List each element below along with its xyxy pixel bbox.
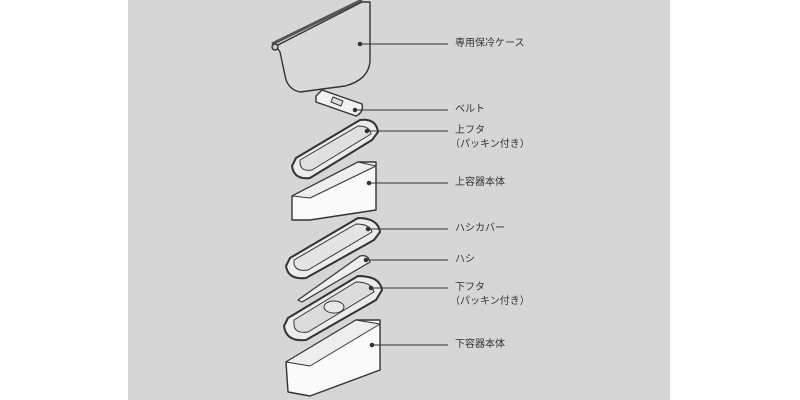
cooler-case-drawing xyxy=(271,0,371,93)
belt-drawing xyxy=(315,89,364,117)
label-upper-container: 上容器本体 xyxy=(455,177,505,188)
lower-container-drawing xyxy=(285,319,381,397)
upper-lid-drawing xyxy=(291,118,379,180)
leader-lines xyxy=(352,41,448,348)
chopsticks-drawing xyxy=(297,255,371,303)
lower-lid-drawing xyxy=(283,275,383,342)
label-upper-lid-note: （パッキン付き） xyxy=(450,139,530,150)
label-chopsticks: ハシ xyxy=(455,254,475,265)
label-lower-container: 下容器本体 xyxy=(455,339,505,350)
label-lower-lid-note: （パッキン付き） xyxy=(450,296,530,307)
diagram-background xyxy=(128,0,670,400)
upper-container-drawing xyxy=(291,161,377,221)
label-lower-lid: 下フタ xyxy=(455,282,485,293)
label-upper-lid: 上フタ xyxy=(455,125,485,136)
label-cooler-case: 専用保冷ケース xyxy=(455,38,525,49)
label-belt: ベルト xyxy=(455,104,485,115)
label-chopstick-cover: ハシカバー xyxy=(455,223,505,234)
chopstick-cover-drawing xyxy=(285,217,381,280)
